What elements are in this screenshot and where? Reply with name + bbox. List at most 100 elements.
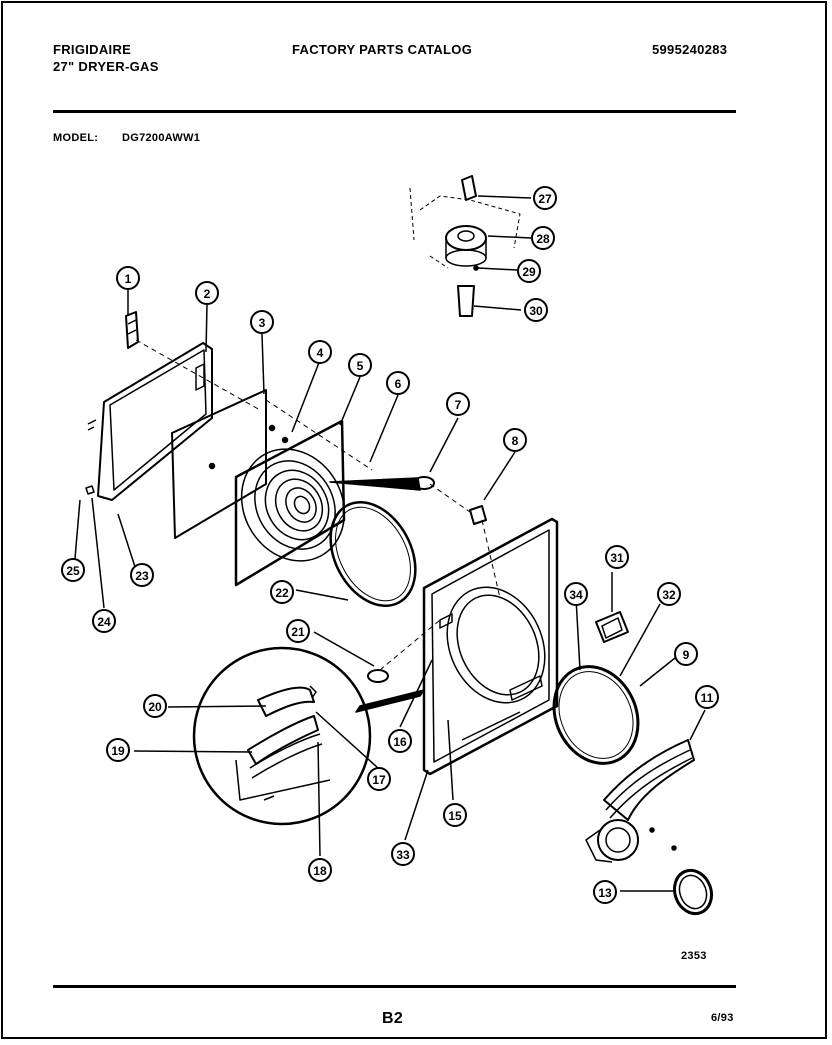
callout-label: 18 <box>313 864 327 878</box>
callout-8: 8 <box>503 428 527 452</box>
callout-circle <box>116 266 140 290</box>
callout-11: 11 <box>695 685 719 709</box>
callout-circle <box>531 226 555 250</box>
callout-label: 22 <box>275 586 289 600</box>
callout-circle <box>106 738 130 762</box>
callout-circle <box>524 298 548 322</box>
callout-label: 29 <box>522 265 536 279</box>
callout-22: 22 <box>270 580 294 604</box>
callout-circle <box>503 428 527 452</box>
magnified-detail-circle <box>192 646 372 826</box>
callout-5: 5 <box>348 353 372 377</box>
callout-32: 32 <box>657 582 681 606</box>
callout-label: 28 <box>536 232 550 246</box>
callout-circle <box>391 842 415 866</box>
callout-7: 7 <box>446 392 470 416</box>
brand-name: FRIGIDAIRE <box>53 42 132 57</box>
callout-label: 30 <box>529 304 543 318</box>
callout-label: 17 <box>372 773 386 787</box>
callout-circle <box>695 685 719 709</box>
callout-circle <box>517 259 541 283</box>
callout-4: 4 <box>308 340 332 364</box>
callout-30: 30 <box>524 298 548 322</box>
leader-lines <box>73 195 706 892</box>
callout-29: 29 <box>517 259 541 283</box>
callout-circle <box>386 371 410 395</box>
callout-3: 3 <box>250 310 274 334</box>
igniter-assembly <box>409 175 521 317</box>
callout-circle <box>446 392 470 416</box>
callout-label: 23 <box>135 569 149 583</box>
callout-label: 1 <box>125 272 132 286</box>
product-name: 27" DRYER-GAS <box>53 59 159 74</box>
callout-label: 33 <box>396 848 410 862</box>
callout-25: 25 <box>61 558 85 582</box>
callout-13: 13 <box>593 880 617 904</box>
callout-label: 9 <box>683 648 690 662</box>
revision-date: 6/93 <box>711 1012 734 1024</box>
assembly-guide-lines <box>135 339 501 671</box>
callout-label: 16 <box>393 735 407 749</box>
header-rule <box>53 110 736 113</box>
callout-label: 32 <box>662 588 676 602</box>
catalog-title: FACTORY PARTS CATALOG <box>292 42 473 57</box>
callout-label: 13 <box>598 886 612 900</box>
callout-group: 1234567823242522212019181716153334313291… <box>61 186 719 904</box>
hinge-clip <box>125 311 139 349</box>
front-panel <box>422 517 559 776</box>
model-label: MODEL: <box>53 132 99 144</box>
catalog-number: 5995240283 <box>652 42 728 57</box>
page-number: B2 <box>382 1010 404 1027</box>
callout-19: 19 <box>106 738 130 762</box>
callout-label: 27 <box>538 192 552 206</box>
callout-1: 1 <box>116 266 140 290</box>
callout-label: 15 <box>448 809 462 823</box>
callout-circle <box>308 858 332 882</box>
callout-23: 23 <box>130 563 154 587</box>
callout-label: 24 <box>97 615 111 629</box>
callout-2: 2 <box>195 281 219 305</box>
callout-34: 34 <box>564 582 588 606</box>
callout-circle <box>533 186 557 210</box>
callout-circle <box>61 558 85 582</box>
detail-leader-wedge-7 <box>329 477 421 491</box>
callout-circle <box>143 694 167 718</box>
drawing-number: 2353 <box>681 950 707 962</box>
callout-33: 33 <box>391 842 415 866</box>
callout-label: 8 <box>512 434 519 448</box>
door-liner-sheet <box>171 389 267 539</box>
inner-door-panel <box>234 419 346 587</box>
callout-20: 20 <box>143 694 167 718</box>
callout-label: 5 <box>357 359 364 373</box>
callout-16: 16 <box>388 729 412 753</box>
callout-28: 28 <box>531 226 555 250</box>
detail-leader-wedge <box>355 689 425 713</box>
door-outer-panel <box>97 342 213 501</box>
callout-6: 6 <box>386 371 410 395</box>
callout-circle <box>286 619 310 643</box>
callout-label: 31 <box>610 551 624 565</box>
callout-circle <box>367 767 391 791</box>
callout-label: 21 <box>291 625 305 639</box>
callout-24: 24 <box>92 609 116 633</box>
model-value: DG7200AWW1 <box>122 132 201 144</box>
callout-circle <box>270 580 294 604</box>
callout-label: 25 <box>66 564 80 578</box>
callout-circle <box>657 582 681 606</box>
callout-circle <box>92 609 116 633</box>
lint-filter <box>595 611 629 643</box>
footer-rule <box>53 985 736 988</box>
callout-9: 9 <box>674 642 698 666</box>
callout-label: 2 <box>204 287 211 301</box>
callout-circle <box>130 563 154 587</box>
callout-label: 4 <box>317 346 324 360</box>
callout-circle <box>593 880 617 904</box>
callout-15: 15 <box>443 803 467 827</box>
blower-ring <box>672 868 714 916</box>
callout-31: 31 <box>605 545 629 569</box>
callout-27: 27 <box>533 186 557 210</box>
callout-circle <box>605 545 629 569</box>
